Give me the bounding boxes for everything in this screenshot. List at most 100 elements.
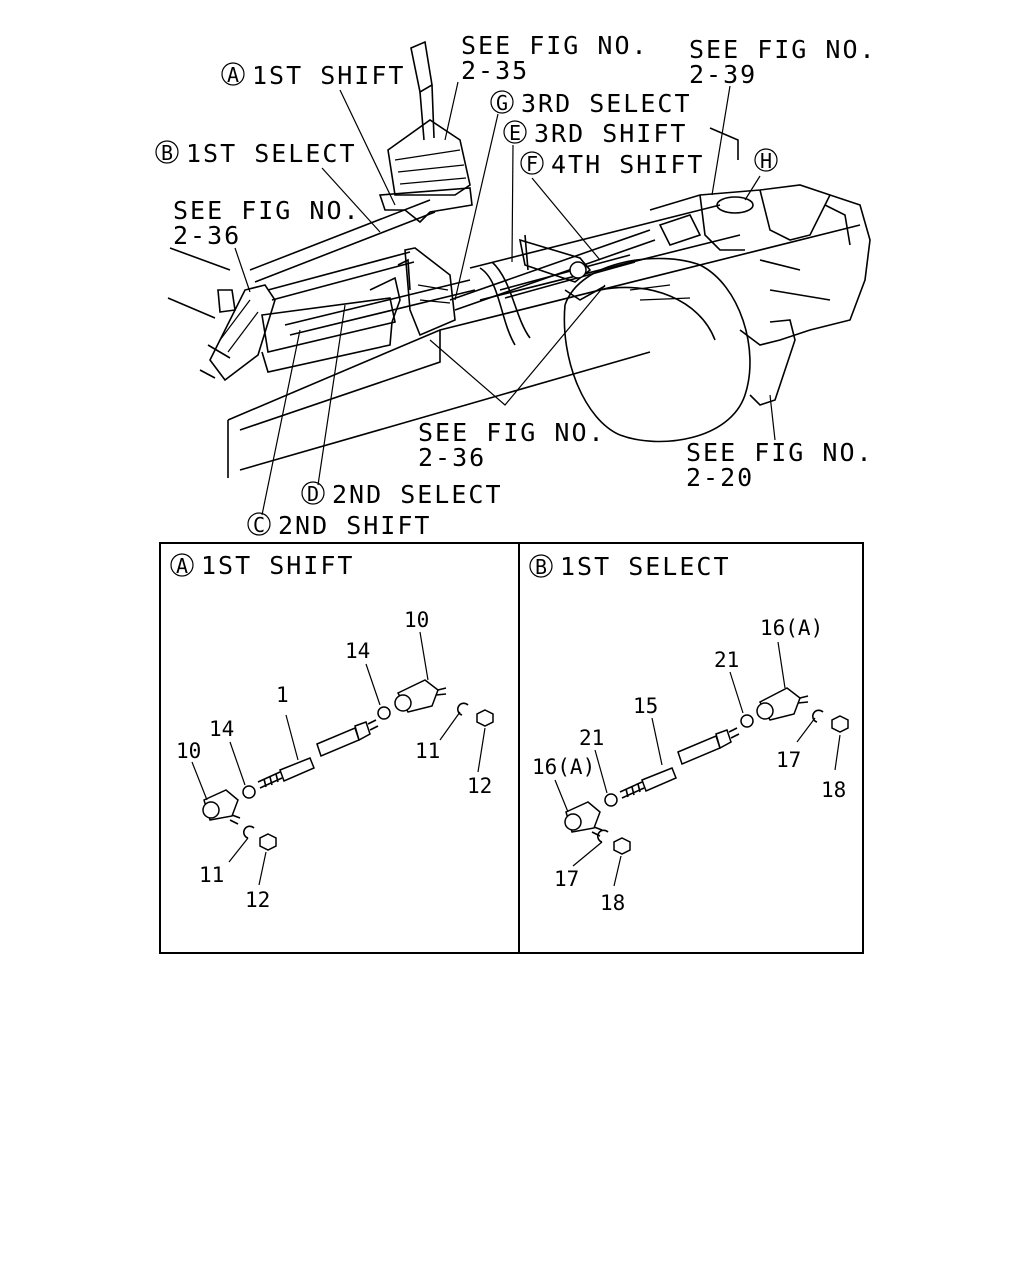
ref-line2: 2-39 — [689, 60, 757, 89]
rod-assembly — [564, 687, 849, 855]
callout-label: 2ND SHIFT — [278, 511, 431, 540]
part-number-clip-right: 17 — [776, 748, 801, 772]
callout-letter: A — [227, 63, 239, 87]
ball-joint-eye — [394, 694, 412, 712]
part-number-end-right: 10 — [404, 608, 429, 632]
part-number-end-left: 10 — [176, 739, 201, 763]
ref-line2: 2-36 — [418, 443, 486, 472]
rod-assembly — [202, 679, 494, 851]
snap-clip — [811, 709, 824, 723]
nut — [604, 793, 618, 807]
callout-letter: B — [161, 141, 173, 165]
callout-d: D 2ND SELECT — [301, 480, 503, 509]
callout-letter: F — [526, 152, 538, 176]
ref-line1: SEE FIG NO. — [461, 31, 649, 60]
part-number-clip-right: 11 — [415, 739, 440, 763]
callout-c: C 2ND SHIFT — [247, 511, 431, 540]
rod-segment — [354, 721, 371, 742]
ref-line2: 2-36 — [173, 221, 241, 250]
callout-label: 4TH SHIFT — [551, 150, 704, 179]
part-number-locknut-left: 18 — [600, 891, 625, 915]
callout-label: 2ND SELECT — [332, 480, 503, 509]
part-number-end-right: 16(A) — [760, 616, 823, 640]
ref-line2: 2-20 — [686, 463, 754, 492]
callout-f: F 4TH SHIFT — [520, 150, 704, 179]
part-number-nut-left: 14 — [209, 717, 234, 741]
overview-leader-lines — [234, 81, 776, 516]
rod-segment — [279, 757, 315, 783]
part-number-rod: 1 — [276, 683, 289, 707]
rod-segment — [641, 767, 677, 793]
part-number-nut-right: 14 — [345, 639, 370, 663]
ref-line1: SEE FIG NO. — [418, 418, 606, 447]
panel-title: 1ST SHIFT — [201, 551, 354, 580]
callout-letter: D — [307, 482, 319, 506]
callout-label: 1ST SHIFT — [252, 61, 405, 90]
ref-line1: SEE FIG NO. — [173, 196, 361, 225]
part-number-nut-right: 21 — [714, 648, 739, 672]
ball-joint-eye — [564, 813, 582, 831]
callout-letter-circle — [490, 90, 514, 114]
rod-segment — [715, 729, 732, 750]
panel-b-1st-select: B 1ST SELECT — [529, 552, 849, 915]
part-number-end-left: 16(A) — [532, 755, 595, 779]
assembly-illustration — [167, 40, 871, 478]
callout-letter-circle — [247, 512, 271, 536]
callout-letter: C — [253, 513, 265, 537]
panel-a-1st-shift: A 1ST SHIFT — [170, 551, 494, 912]
ref-fig-2-39: SEE FIG NO. 2-39 — [689, 35, 877, 89]
callout-letter-circle — [503, 120, 527, 144]
callout-letter: G — [496, 91, 508, 115]
lock-nut — [259, 833, 277, 851]
callout-letter-circle — [221, 62, 245, 86]
ref-fig-2-35: SEE FIG NO. 2-35 — [461, 31, 649, 85]
lock-nut — [831, 715, 849, 733]
ref-fig-2-36-left: SEE FIG NO. 2-36 — [173, 196, 361, 250]
part-number-rod: 15 — [633, 694, 658, 718]
ref-fig-2-20: SEE FIG NO. 2-20 — [686, 438, 874, 492]
ref-line1: SEE FIG NO. — [689, 35, 877, 64]
ref-line1: SEE FIG NO. — [686, 438, 874, 467]
callout-label: 3RD SHIFT — [534, 119, 687, 148]
rod-segment — [677, 734, 721, 766]
lock-nut — [476, 709, 494, 727]
panel-letter: B — [535, 555, 547, 579]
snap-clip — [242, 825, 255, 839]
nut — [740, 714, 754, 728]
panel-letter: A — [176, 554, 188, 578]
callout-letter-circle — [520, 151, 544, 175]
ball-joint-eye — [202, 801, 220, 819]
part-number-clip-left: 17 — [554, 867, 579, 891]
callout-letter-circle — [754, 148, 778, 172]
ref-line2: 2-35 — [461, 56, 529, 85]
part-number-nut-left: 21 — [579, 726, 604, 750]
callout-h: H — [754, 148, 778, 173]
callout-letter-circle — [155, 140, 179, 164]
ref-fig-2-36-center: SEE FIG NO. 2-36 — [418, 418, 606, 472]
rod-segment — [316, 726, 360, 758]
part-number-clip-left: 11 — [199, 863, 224, 887]
part-number-locknut-right: 12 — [467, 774, 492, 798]
lock-nut — [613, 837, 631, 855]
part-number-locknut-right: 18 — [821, 778, 846, 802]
callout-b: B 1ST SELECT — [155, 139, 357, 168]
callout-letter: E — [509, 121, 521, 145]
snap-clip — [596, 829, 609, 843]
panel-letter-circle — [529, 554, 553, 578]
panel-title: 1ST SELECT — [560, 552, 731, 581]
callout-a: A 1ST SHIFT — [221, 61, 405, 90]
callout-letter: H — [760, 149, 772, 173]
nut — [377, 706, 391, 720]
ball-joint-eye — [756, 702, 774, 720]
callout-letter-circle — [301, 481, 325, 505]
detail-panels-frame — [159, 542, 864, 954]
panel-letter-circle — [170, 553, 194, 577]
callout-e: E 3RD SHIFT — [503, 119, 687, 148]
callout-label: 1ST SELECT — [186, 139, 357, 168]
nut — [242, 785, 256, 799]
callout-label: 3RD SELECT — [521, 89, 692, 118]
snap-clip — [456, 702, 469, 716]
part-number-locknut-left: 12 — [245, 888, 270, 912]
